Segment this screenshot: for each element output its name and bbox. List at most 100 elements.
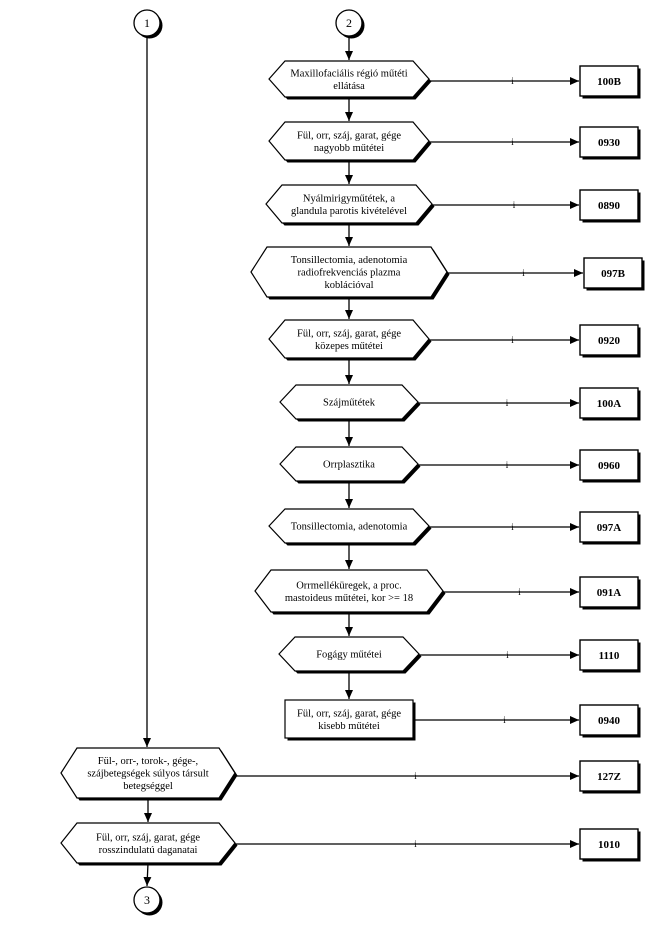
node-shape xyxy=(279,384,419,420)
yes-edge-label: i xyxy=(511,335,514,345)
decision-node: Tonsillectomia, adenotomia radiofrekvenci… xyxy=(250,246,450,300)
node-label-line: Fogágy műtétei xyxy=(316,650,382,661)
yes-edge-label: i xyxy=(518,587,521,597)
node-shape xyxy=(279,446,419,482)
result-code-box: 0920 xyxy=(579,324,641,358)
result-code-box: 0930 xyxy=(579,126,641,160)
yes-edge-label: i xyxy=(414,771,417,781)
node-label-line: mastoideus műtétei, kor >= 18 xyxy=(285,593,413,604)
node-label-line: Fül, orr, száj, garat, gége xyxy=(297,708,401,719)
node-shape xyxy=(278,636,420,672)
yes-edge-label: i xyxy=(511,522,514,532)
node-label-line: Szájműtétek xyxy=(323,398,376,409)
node-label-line: Orrplasztika xyxy=(323,460,375,471)
code-label: 1110 xyxy=(599,650,620,662)
node-label-line: Fül, orr, száj, garat, gége xyxy=(297,328,401,339)
result-code-box: 127Z xyxy=(579,760,641,794)
yes-edge-label: i xyxy=(506,460,509,470)
code-box xyxy=(583,257,643,289)
result-code-box: 091A xyxy=(579,576,641,610)
decision-node: Fül, orr, száj, garat, gége rosszindulatú… xyxy=(60,822,238,866)
node-shape xyxy=(265,184,433,224)
node-label-line: Orrmelléküregek, a proc. xyxy=(296,580,402,591)
code-label: 097A xyxy=(597,522,622,534)
connector-circles: 1 2 3 xyxy=(133,9,365,916)
node-label-line: Tonsillectomia, adenotomia xyxy=(291,255,408,266)
code-box xyxy=(579,189,639,221)
code-box xyxy=(579,704,639,736)
decision-node: Fül, orr, száj, garat, gége kisebb műtéte… xyxy=(284,699,416,741)
code-box xyxy=(579,511,639,543)
yes-edge-label: i xyxy=(522,268,525,278)
decision-node: Tonsillectomia, adenotomia xyxy=(268,508,432,546)
code-label: 100B xyxy=(597,76,622,88)
node-label-line: Tonsillectomia, adenotomia xyxy=(291,522,408,533)
code-box xyxy=(579,449,639,481)
decision-node: Fül, orr, száj, garat, gége nagyobb műtét… xyxy=(268,121,432,163)
node-shape xyxy=(268,319,430,359)
code-label: 091A xyxy=(597,587,622,599)
node-label-line: nagyobb műtétei xyxy=(314,143,384,154)
connector-circle xyxy=(133,886,161,914)
yes-edge-label: i xyxy=(414,839,417,849)
code-box xyxy=(579,828,639,860)
decision-node: Maxillofaciális régió műtéti ellátása xyxy=(268,60,432,100)
connector-circle xyxy=(335,9,363,37)
code-box xyxy=(579,324,639,356)
result-code-box: 100B xyxy=(579,65,641,99)
flow-edge xyxy=(143,862,152,887)
yes-edge-label: i xyxy=(506,650,509,660)
decision-node: Szájműtétek xyxy=(279,384,421,422)
connector-1: 1 xyxy=(133,9,163,39)
node-label-line: Fül, orr, száj, garat, gége xyxy=(297,130,401,141)
node-shape xyxy=(268,508,430,544)
node-label-line: betegséggel xyxy=(123,781,173,792)
code-label: 1010 xyxy=(598,839,621,851)
node-label-line: rosszindulatú daganatai xyxy=(99,845,198,856)
result-code-box: 0960 xyxy=(579,449,641,483)
code-box xyxy=(579,576,639,608)
node-shape xyxy=(254,569,444,613)
result-code-box: 1010 xyxy=(579,828,641,862)
node-label-line: Maxillofaciális régió műtéti xyxy=(290,68,407,79)
code-label: 127Z xyxy=(597,771,621,783)
yes-edge-label: i xyxy=(513,200,516,210)
node-label-line: ellátása xyxy=(333,81,365,92)
code-label: 0890 xyxy=(598,200,621,212)
result-code-box: 0890 xyxy=(579,189,641,223)
result-code-box: 097A xyxy=(579,511,641,545)
node-label-line: kisebb műtétei xyxy=(318,721,380,732)
yes-edge-label: i xyxy=(506,398,509,408)
code-box xyxy=(579,760,639,792)
code-box xyxy=(579,126,639,158)
node-label-line: Fül-, orr-, torok-, gége-, xyxy=(98,756,198,767)
connector-label: 1 xyxy=(144,16,150,30)
connector-label: 3 xyxy=(144,893,150,907)
decision-node: Orrplasztika xyxy=(279,446,421,484)
result-code-box: 100A xyxy=(579,387,641,421)
node-label-line: szájbetegségek súlyos társult xyxy=(87,769,208,780)
node-shape xyxy=(250,246,448,298)
code-label: 0940 xyxy=(598,715,621,727)
code-label: 097B xyxy=(601,268,626,280)
decision-node: Fogágy műtétei xyxy=(278,636,422,674)
connector-label: 2 xyxy=(346,16,352,30)
connector-circle xyxy=(133,9,161,37)
code-box xyxy=(579,65,639,97)
node-label-line: Fül, orr, száj, garat, gége xyxy=(96,832,200,843)
node-shape xyxy=(268,121,430,161)
node-label-line: koblációval xyxy=(325,280,374,291)
node-label-line: glandula parotis kivételével xyxy=(291,206,407,217)
result-code-box: 0940 xyxy=(579,704,641,738)
node-shape xyxy=(268,60,430,98)
node-label-line: radiofrekvenciás plazma xyxy=(298,268,401,279)
node-shape xyxy=(60,822,236,864)
yes-edge-label: i xyxy=(511,76,514,86)
decision-node: Fül-, orr-, torok-, gége-, szájbetegségek… xyxy=(60,747,238,801)
yes-edge-label: i xyxy=(511,137,514,147)
code-label: 0930 xyxy=(598,137,621,149)
